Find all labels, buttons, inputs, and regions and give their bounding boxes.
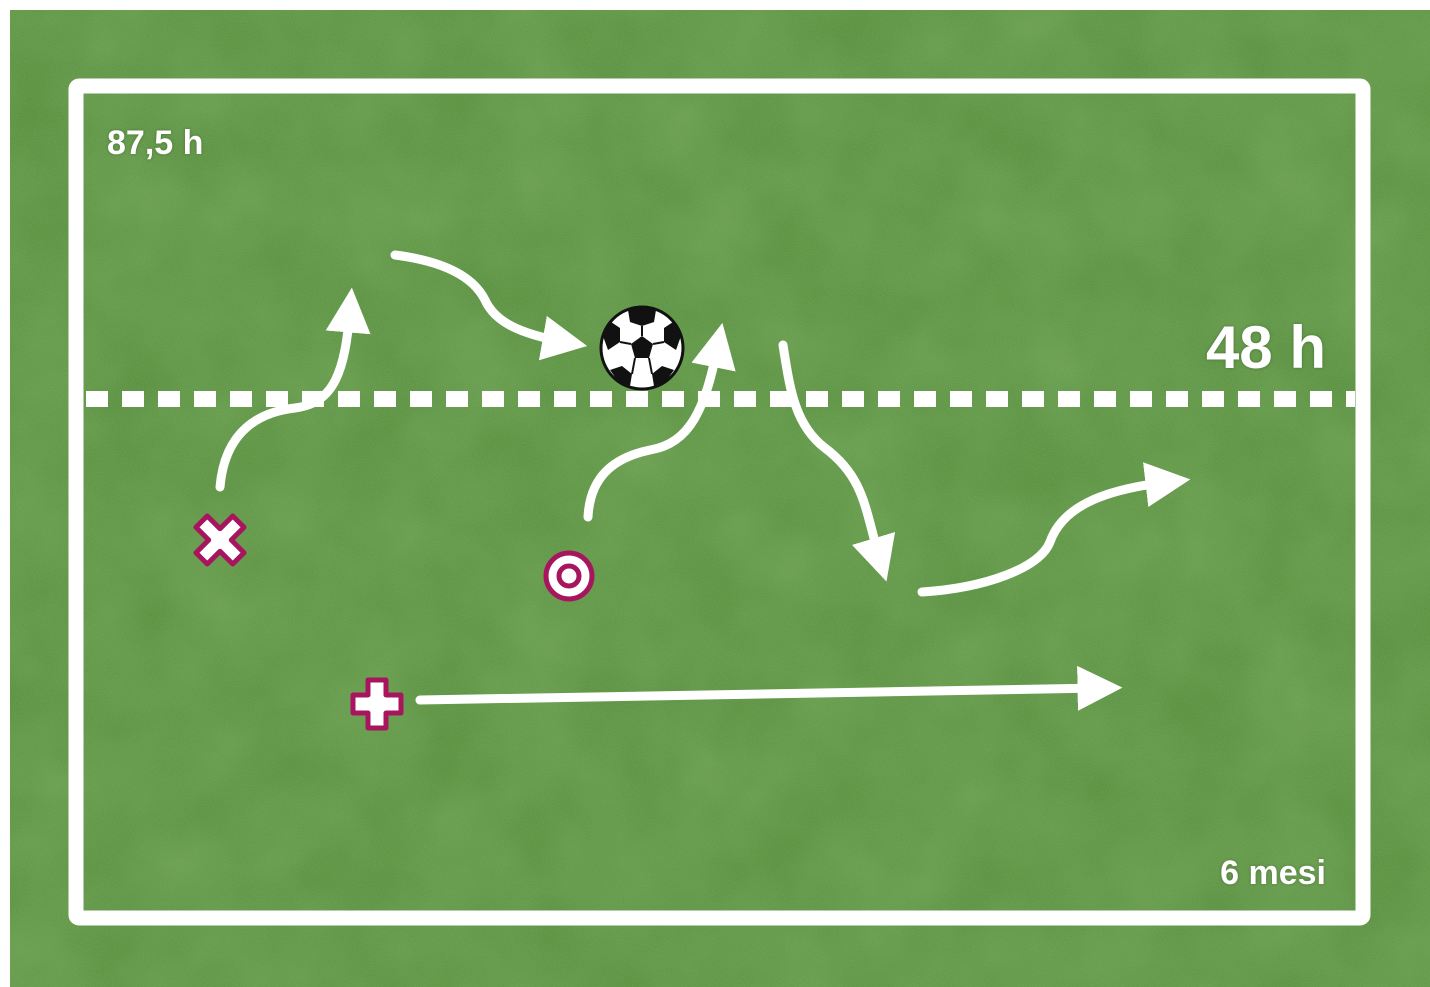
o-marker-icon — [546, 553, 592, 599]
soccer-ball-icon — [601, 307, 683, 389]
bottom-right-label: 6 mesi — [1220, 856, 1326, 890]
grass-patches — [10, 10, 1430, 987]
threshold-label: 48 h — [1206, 318, 1326, 378]
top-left-label: 87,5 h — [107, 126, 203, 160]
